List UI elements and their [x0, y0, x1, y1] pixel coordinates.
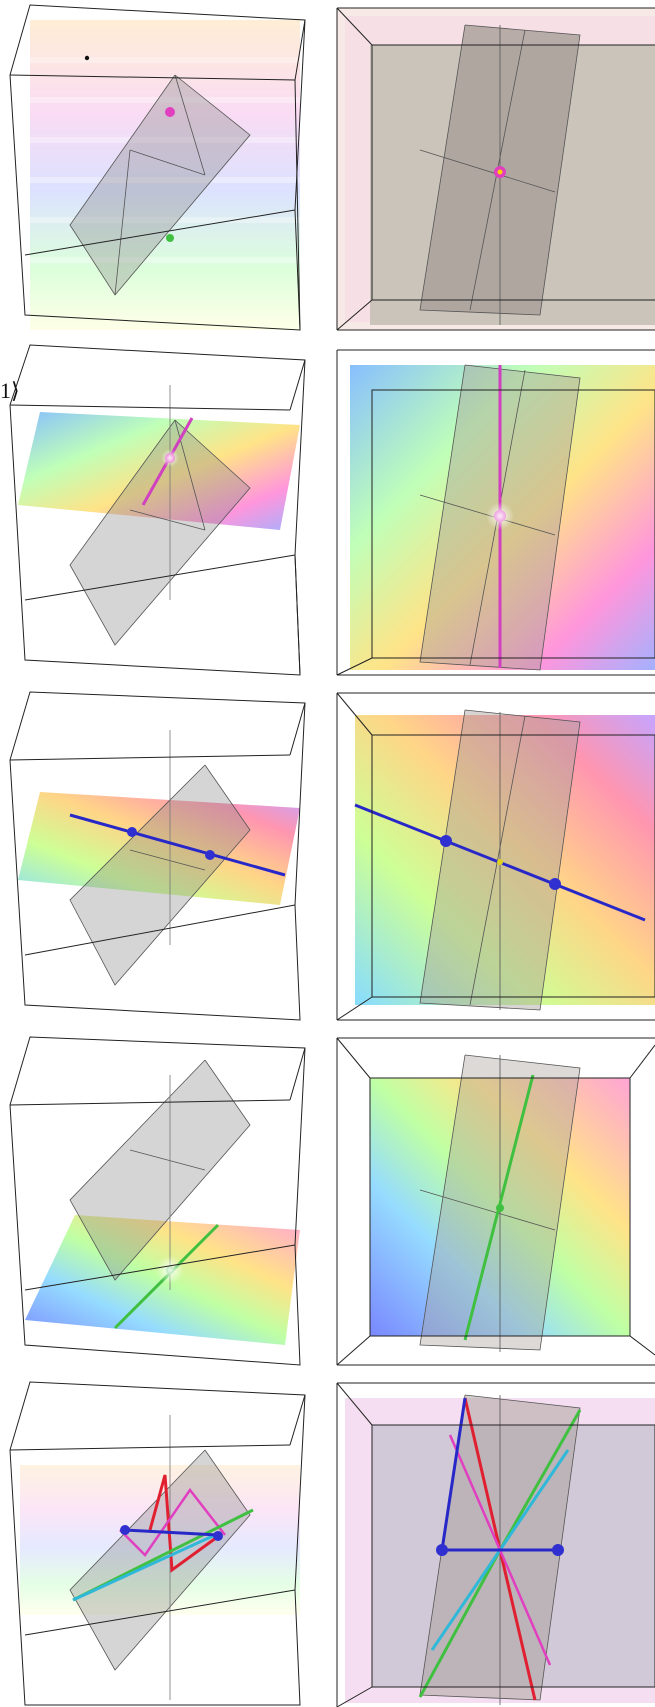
state-point [205, 850, 215, 860]
panel-3d-slices [9, 4, 306, 331]
panel-3d-plane-lower [9, 1036, 306, 1366]
state-point [552, 1544, 564, 1556]
state-point [120, 1525, 130, 1535]
panel-3d-plane-middle [9, 691, 306, 1021]
state-point [496, 1204, 504, 1212]
panel-top-bloch-lines [336, 1382, 655, 1707]
state-point [165, 107, 175, 117]
panel-top-plane-upper [336, 349, 655, 676]
panel-top-plane-middle [336, 692, 655, 1021]
ket-label: 1⟩ [0, 378, 20, 403]
state-point [213, 1531, 223, 1541]
panel-top-slices [336, 7, 655, 331]
state-point [436, 1544, 448, 1556]
state-point [549, 878, 561, 890]
state-point [166, 234, 174, 242]
panel-3d-plane-upper [9, 344, 306, 676]
state-point [440, 835, 452, 847]
state-point [127, 827, 137, 837]
panel-3d-bloch-lines [9, 1381, 306, 1706]
panel-top-plane-lower [336, 1037, 655, 1366]
